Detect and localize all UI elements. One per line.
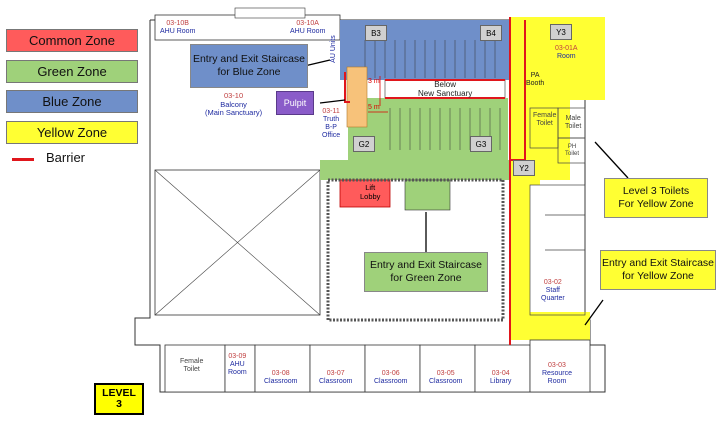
green-staircase [404, 179, 451, 211]
tag-y3: Y3 [550, 24, 572, 40]
legend-barrier-label: Barrier [46, 150, 86, 165]
dim-3m: 3 m [368, 78, 380, 85]
truth-office-block [346, 66, 368, 128]
yellow-staircase-area [510, 312, 590, 340]
tag-b3: B3 [365, 25, 387, 41]
green-zone-corridor [320, 160, 510, 180]
classroom-row [164, 339, 591, 393]
legend-common-zone: Common Zone [6, 29, 138, 52]
room-au-units: AU Units [329, 35, 337, 63]
inner-courtyard [326, 178, 505, 322]
dim-5m: 5 m [368, 104, 380, 111]
legend-yellow-zone: Yellow Zone [6, 121, 138, 144]
tag-g3: G3 [470, 136, 492, 152]
tag-g2: G2 [353, 136, 375, 152]
dimension-arrows [368, 76, 388, 113]
legend-green-zone: Green Zone [6, 60, 138, 83]
yellow-zone-area [510, 17, 605, 335]
top-ahu-strip [154, 14, 341, 41]
tag-y2: Y2 [513, 160, 535, 176]
tag-b4: B4 [480, 25, 502, 41]
lift-lobby-area [339, 179, 391, 208]
pulpit-label: Pulpit [276, 91, 314, 115]
legend-barrier-swatch [12, 158, 34, 161]
legend-blue-zone: Blue Zone [6, 90, 138, 113]
